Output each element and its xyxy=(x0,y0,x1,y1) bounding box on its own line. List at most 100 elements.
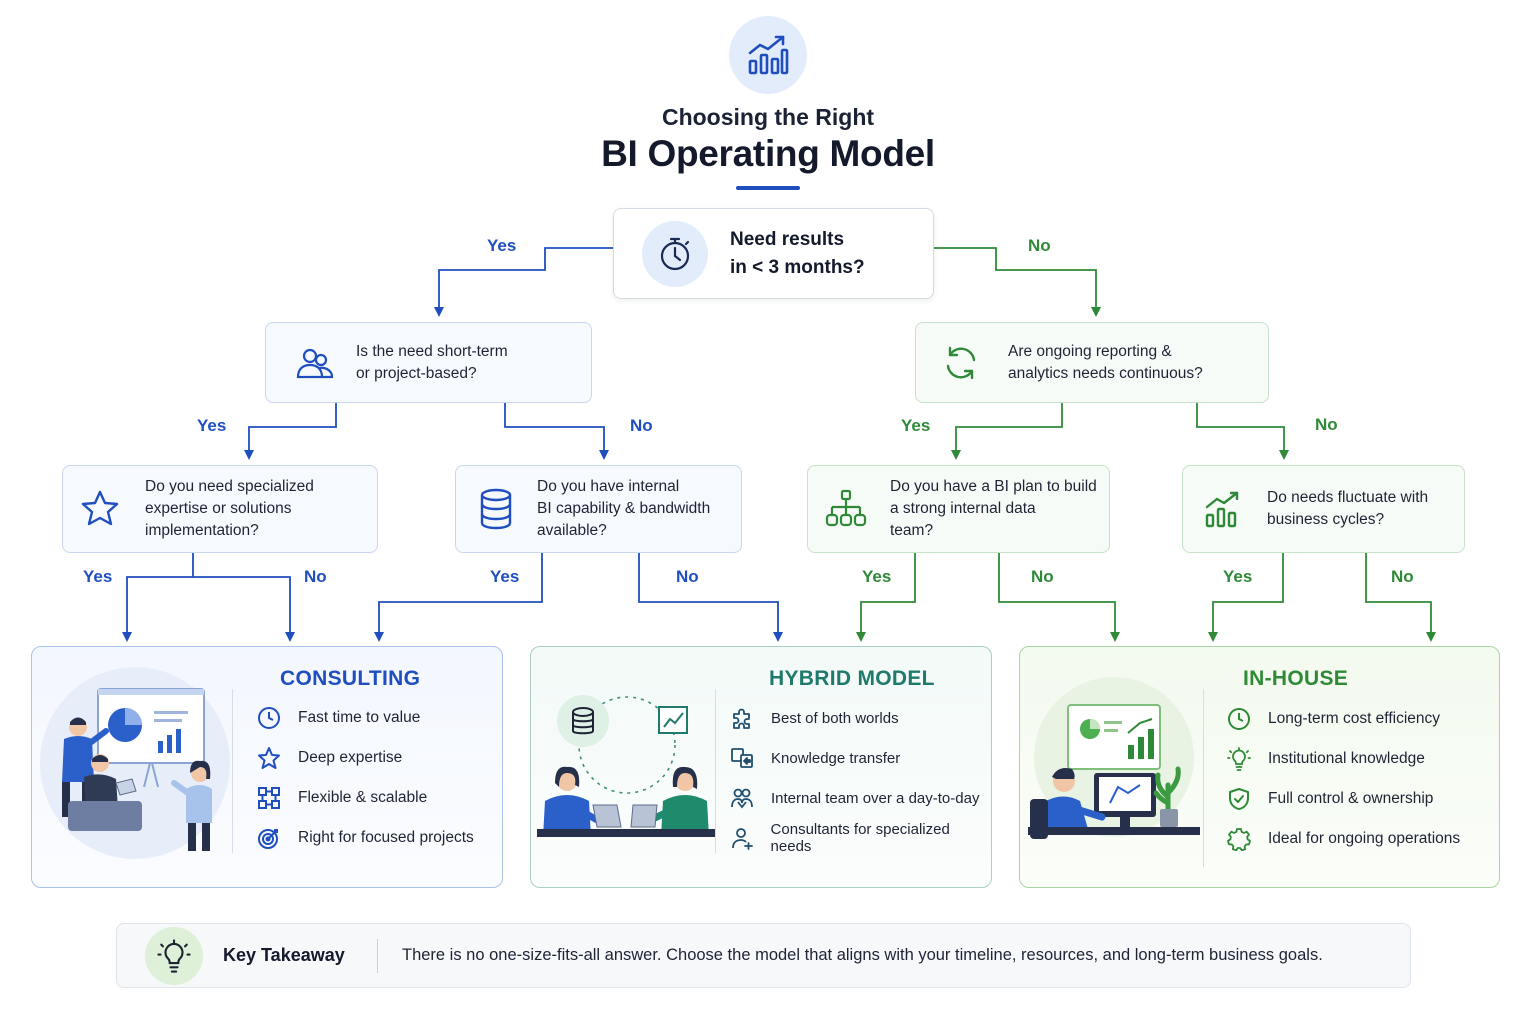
consulting-title: CONSULTING xyxy=(280,667,421,690)
question-specialized-line3: implementation? xyxy=(145,522,259,539)
connector-plan-no xyxy=(998,553,1120,642)
ongoing-yes-label: Yes xyxy=(901,416,931,435)
takeaway-icon-circle xyxy=(145,926,203,985)
users-icon xyxy=(296,348,334,378)
question-fluctuate-line1: Do needs fluctuate with xyxy=(1267,489,1429,506)
stopwatch-icon xyxy=(660,237,690,270)
connector-root-no xyxy=(934,247,1101,317)
hybrid-feature: Best of both worlds xyxy=(729,698,991,738)
connector-specialized-no xyxy=(193,576,295,642)
consulting-feature: Deep expertise xyxy=(256,738,474,778)
bar-chart-growth-icon xyxy=(748,35,789,75)
bi-plan-no-label: No xyxy=(1031,567,1054,586)
connector-right-no xyxy=(1196,403,1289,460)
connector-root-yes xyxy=(434,247,613,317)
hybrid-feature: Internal team over a day-to-day xyxy=(729,778,991,818)
consulting-divider xyxy=(232,689,233,853)
lightbulb-icon xyxy=(1227,747,1251,771)
hybrid-divider xyxy=(715,689,716,853)
team-presentation-illustration xyxy=(40,667,230,859)
root-yes-label: Yes xyxy=(487,236,517,255)
gear-icon xyxy=(1227,828,1251,851)
question-ongoing-line1: Are ongoing reporting & xyxy=(1008,342,1172,360)
consulting-feature: Fast time to value xyxy=(256,698,474,738)
consulting-feature-label: Right for focused projects xyxy=(298,829,474,846)
question-internal-capability: Do you have internal BI capability & ban… xyxy=(455,465,742,553)
target-icon xyxy=(258,829,278,849)
lightbulb-icon xyxy=(157,938,191,973)
consulting-card: CONSULTING Fast time to value Deep exper… xyxy=(31,646,503,888)
growth-chart-icon xyxy=(1205,491,1239,528)
clock-icon xyxy=(1228,708,1250,730)
connector-fluctuate-yes xyxy=(1208,553,1284,642)
consulting-feature-label: Fast time to value xyxy=(298,709,421,726)
inhouse-feature-label: Ideal for ongoing operations xyxy=(1268,830,1461,847)
analyst-at-desk-illustration xyxy=(1028,669,1200,857)
fluctuate-yes-label: Yes xyxy=(1223,567,1253,586)
inhouse-feature-label: Long-term cost efficiency xyxy=(1268,710,1441,727)
takeaway-label: Key Takeaway xyxy=(223,945,345,965)
root-icon-circle xyxy=(642,220,708,287)
hybrid-feature-label: Internal team over a day-to-day xyxy=(771,789,980,807)
question-fluctuate: Do needs fluctuate with business cycles? xyxy=(1182,465,1465,553)
question-specialized-line1: Do you need specialized xyxy=(145,478,314,495)
connector-right-yes xyxy=(951,403,1063,460)
key-takeaway-bar: Key Takeaway There is no one-size-fits-a… xyxy=(116,923,1411,988)
inhouse-feature: Institutional knowledge xyxy=(1226,739,1460,779)
puzzle-icon xyxy=(733,708,750,729)
two-people-collaborating-illustration xyxy=(537,671,715,843)
short-term-no-label: No xyxy=(630,416,653,435)
specialized-yes-label: Yes xyxy=(83,567,113,586)
takeaway-text: There is no one-size-fits-all answer. Ch… xyxy=(402,946,1323,964)
page-title: BI Operating Model xyxy=(601,133,935,174)
question-bi-plan-line1: Do you have a BI plan to build xyxy=(890,478,1097,495)
page-subtitle: Choosing the Right xyxy=(661,104,875,130)
inhouse-title: IN-HOUSE xyxy=(1243,667,1349,690)
consulting-feature-label: Deep expertise xyxy=(298,749,403,766)
inhouse-card: IN-HOUSE Long-term cost efficiency Insti… xyxy=(1019,646,1500,888)
title-underline xyxy=(736,186,800,190)
connector-left-yes xyxy=(244,403,337,460)
consulting-feature-list: Fast time to value Deep expertise Flexib… xyxy=(256,698,474,858)
star-icon xyxy=(81,490,119,526)
hybrid-feature: Knowledge transfer xyxy=(729,738,991,778)
hybrid-card: HYBRID MODEL Best of both worlds Knowled… xyxy=(530,646,992,888)
refresh-cycle-icon xyxy=(946,346,976,379)
short-term-yes-label: Yes xyxy=(197,416,227,435)
question-bi-plan: Do you have a BI plan to build a strong … xyxy=(807,465,1110,553)
inhouse-feature: Full control & ownership xyxy=(1226,779,1460,819)
connector-fluctuate-no xyxy=(1365,553,1436,642)
root-question-line2: in < 3 months? xyxy=(730,256,865,278)
takeaway-separator xyxy=(377,938,378,973)
hybrid-feature-label: Knowledge transfer xyxy=(771,749,901,767)
org-chart-icon xyxy=(825,489,867,527)
inhouse-feature: Ideal for ongoing operations xyxy=(1226,819,1460,859)
hybrid-feature-label: Consultants for specialized needs xyxy=(770,821,950,855)
connector-plan-yes xyxy=(856,553,916,642)
question-internal-line3: available? xyxy=(537,522,607,539)
question-specialized: Do you need specialized expertise or sol… xyxy=(62,465,378,553)
consulting-feature-label: Flexible & scalable xyxy=(298,789,428,806)
specialized-no-label: No xyxy=(304,567,327,586)
connector-left-no xyxy=(504,403,609,460)
question-ongoing-reporting: Are ongoing reporting & analytics needs … xyxy=(915,322,1269,403)
question-short-term-line2: or project-based? xyxy=(356,364,477,382)
fluctuate-no-label: No xyxy=(1391,567,1414,586)
clock-icon xyxy=(258,707,280,729)
question-short-term-line1: Is the need short-term xyxy=(356,342,508,360)
consulting-feature: Flexible & scalable xyxy=(256,778,474,818)
database-icon xyxy=(480,488,512,530)
scale-grid-icon xyxy=(258,787,280,809)
person-icon xyxy=(731,828,753,850)
question-fluctuate-line2: business cycles? xyxy=(1267,511,1385,528)
star-icon xyxy=(258,747,280,769)
internal-no-label: No xyxy=(676,567,699,586)
inhouse-feature-label: Institutional knowledge xyxy=(1268,750,1425,767)
inhouse-feature: Long-term cost efficiency xyxy=(1226,699,1460,739)
inhouse-feature-label: Full control & ownership xyxy=(1268,790,1434,807)
shield-check-icon xyxy=(1229,788,1249,810)
hybrid-title: HYBRID MODEL xyxy=(769,667,935,690)
question-short-term: Is the need short-term or project-based? xyxy=(265,322,592,403)
connector-specialized-yes xyxy=(122,553,194,642)
